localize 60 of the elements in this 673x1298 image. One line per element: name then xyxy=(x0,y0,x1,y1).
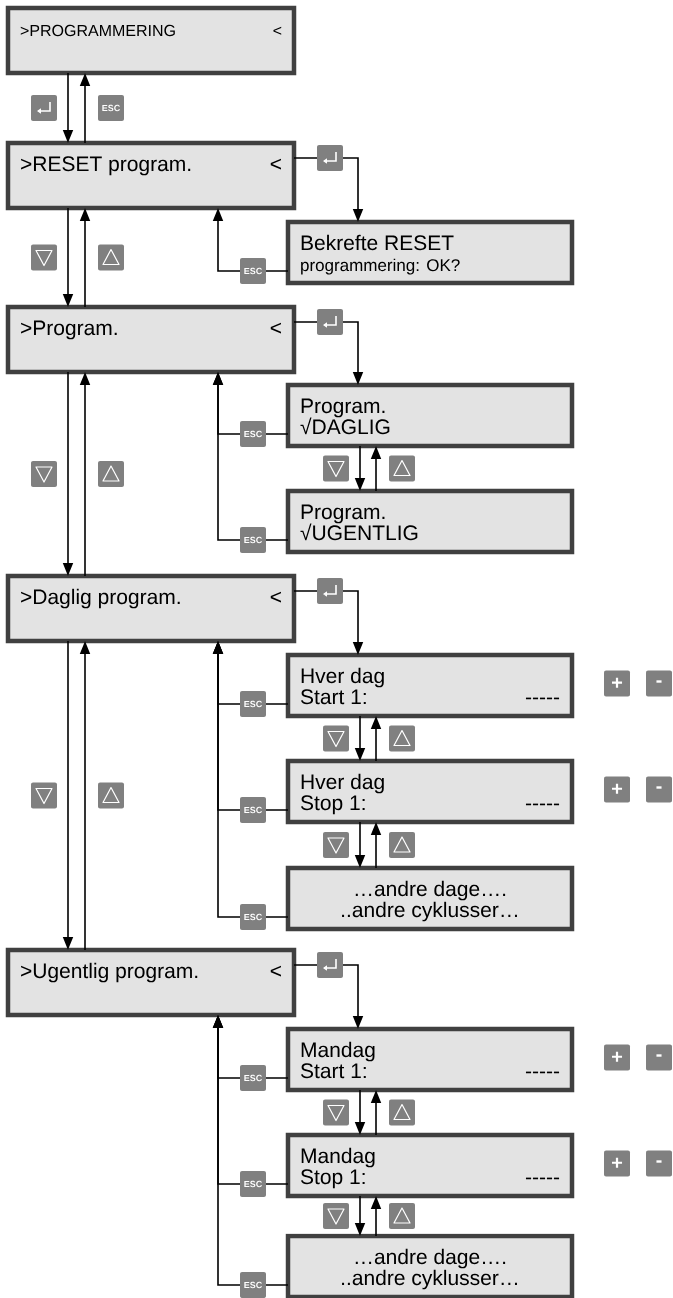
esc-key: ESC xyxy=(240,1065,266,1091)
node-label: ----- xyxy=(525,1071,560,1074)
node-label: >Ugentlig program. xyxy=(21,962,198,983)
lcd-screen xyxy=(285,219,575,286)
node-label: >Daglig program. xyxy=(21,588,180,609)
node-label: ----- xyxy=(525,1177,560,1180)
lcd-screen xyxy=(5,5,297,76)
lcd-screen xyxy=(285,652,575,719)
lcd-screen xyxy=(285,382,575,449)
screen-text: Bekrefte RESET programmering: OK? xyxy=(301,234,460,275)
node-label: >Program. xyxy=(21,320,117,340)
lcd-screen xyxy=(5,304,297,375)
node-label: < xyxy=(273,26,282,35)
screen-text: Mandag Start 1: ----- xyxy=(300,1041,560,1079)
node-label: Start 1: xyxy=(300,1063,366,1079)
esc-key: ESC xyxy=(240,691,266,717)
screen-text: >Daglig program. < xyxy=(21,588,281,609)
esc-key: ESC xyxy=(240,527,266,553)
node-label: >PROGRAMMERING xyxy=(20,24,175,37)
screen-text: …andre dage…. ..andre cyklusser… xyxy=(342,1248,517,1290)
lcd-screen xyxy=(285,758,575,825)
screen-text: >Program. < xyxy=(21,320,281,340)
esc-key: ESC xyxy=(240,1272,266,1298)
node-label: Start 1: xyxy=(300,689,366,705)
lcd-screen xyxy=(285,1132,575,1199)
lcd-screen xyxy=(285,1233,575,1298)
node-label: Mandag xyxy=(301,1147,375,1168)
screen-text: Program. √DAGLIG xyxy=(300,398,390,435)
lcd-screen xyxy=(285,1026,575,1093)
screen-text: >PROGRAMMERING < xyxy=(20,24,282,37)
screen-text: Program. √UGENTLIG xyxy=(300,504,418,541)
lcd-screen xyxy=(285,488,575,555)
screen-text: …andre dage…. ..andre cyklusser… xyxy=(342,880,517,922)
node-label: >RESET program. xyxy=(21,156,191,176)
screen-text: Hver dag Stop 1: ----- xyxy=(300,773,560,815)
node-label: < xyxy=(270,322,281,334)
node-label: < xyxy=(270,591,281,603)
node-label: Hver dag xyxy=(301,773,384,794)
lcd-screen xyxy=(5,573,297,644)
esc-key: ESC xyxy=(240,904,266,930)
node-label: Mandag xyxy=(301,1041,375,1062)
screen-text: Mandag Stop 1: ----- xyxy=(300,1147,560,1189)
node-label: < xyxy=(270,965,281,977)
node-label: Stop 1: xyxy=(300,1169,365,1189)
node-label: ----- xyxy=(525,697,560,700)
esc-key: ESC xyxy=(98,95,124,121)
lcd-screen xyxy=(285,865,575,932)
esc-key: ESC xyxy=(240,797,266,823)
screen-text: Hver dag Start 1: ----- xyxy=(300,667,560,705)
esc-key: ESC xyxy=(240,258,266,284)
screen-text: >RESET program. < xyxy=(21,156,281,176)
esc-key: ESC xyxy=(240,421,266,447)
node-label: Stop 1: xyxy=(300,795,365,815)
node-label: ----- xyxy=(525,803,560,806)
screen-text: >Ugentlig program. < xyxy=(21,962,281,983)
esc-key: ESC xyxy=(240,1171,266,1197)
lcd-screen xyxy=(5,140,297,211)
lcd-screen xyxy=(5,947,297,1018)
node-label: < xyxy=(270,158,281,170)
node-label: Hver dag xyxy=(301,667,384,688)
